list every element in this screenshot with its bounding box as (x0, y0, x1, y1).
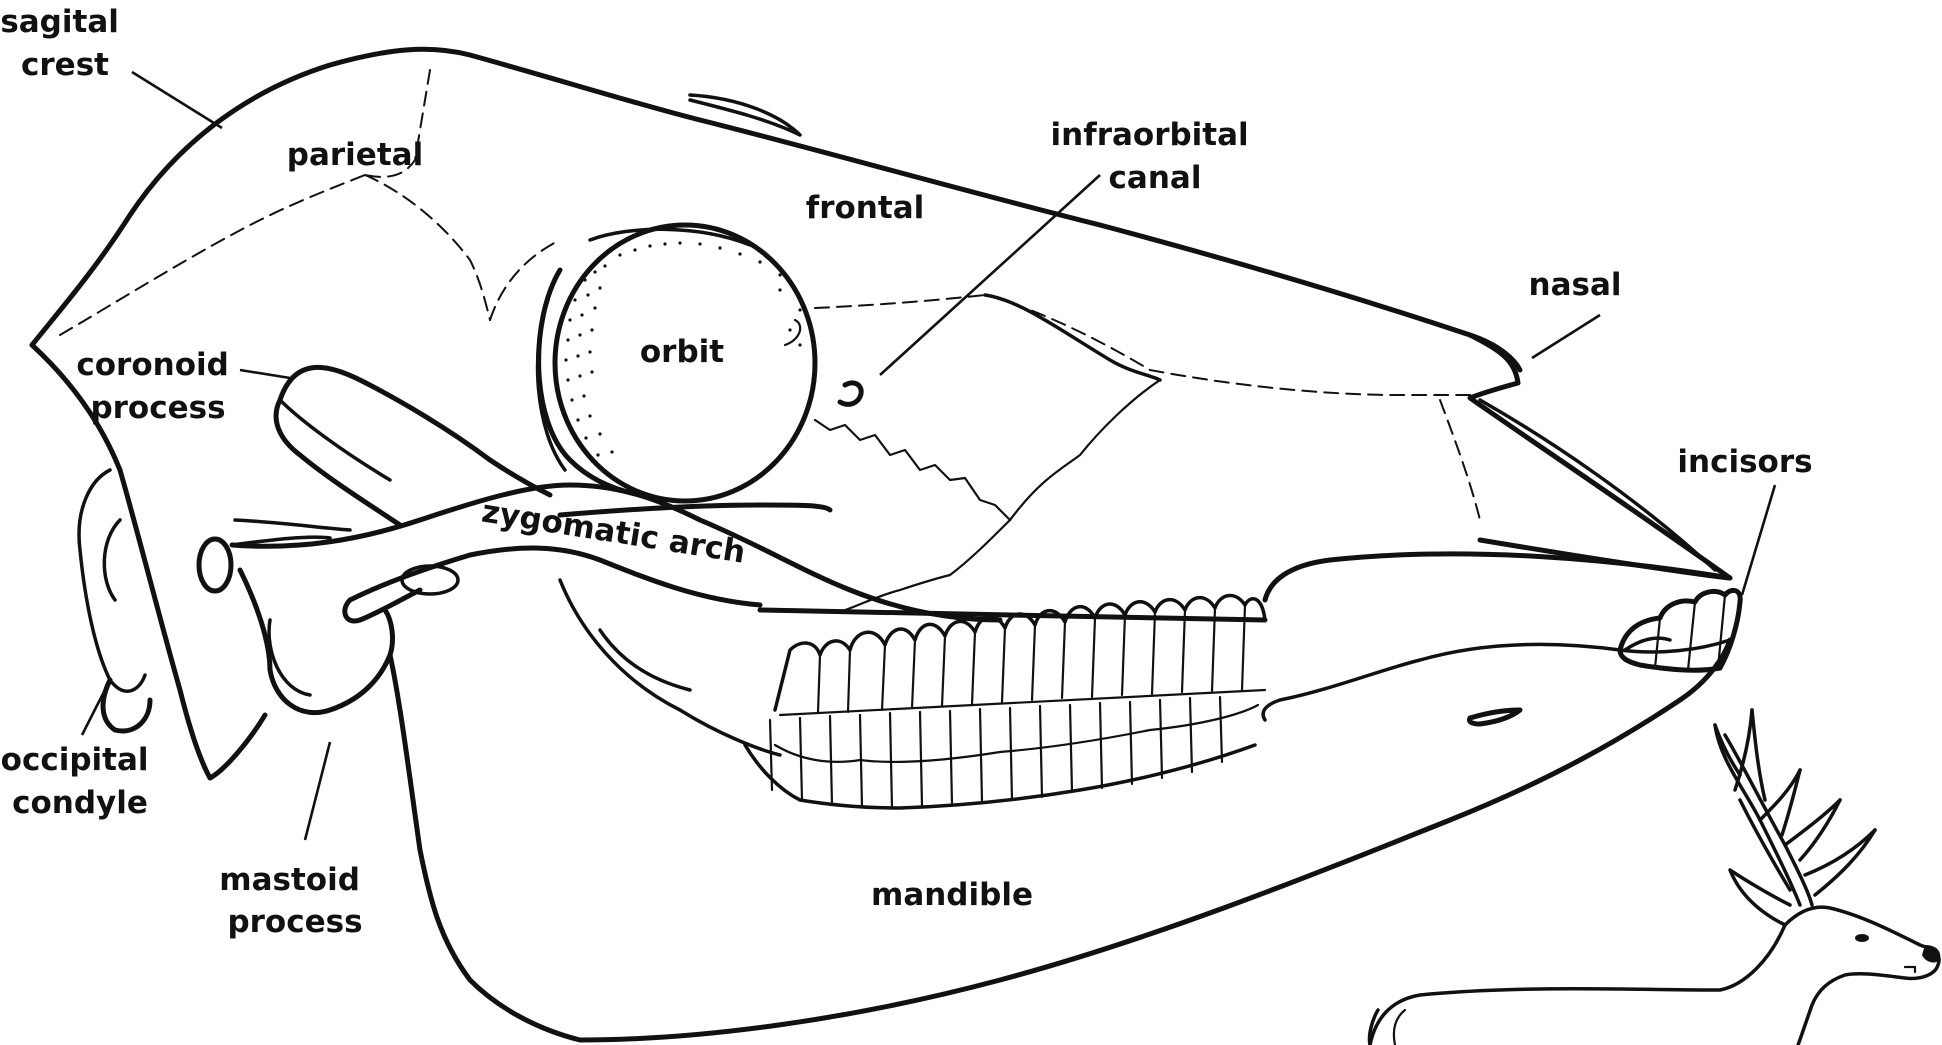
label-occipital-condyle-line2: condyle (12, 785, 148, 821)
label-sagital-crest-line1: sagital (0, 4, 119, 40)
leader-mastoid-process (305, 742, 330, 840)
label-mastoid-process-line2: process (227, 904, 362, 940)
leader-occipital-condyle (82, 680, 110, 735)
label-orbit: orbit (640, 334, 724, 370)
labels: sagital crest parietal frontal infraorbi… (0, 4, 1812, 940)
label-occipital-condyle-line1: occipital (1, 742, 149, 778)
label-parietal: parietal (287, 137, 423, 173)
label-mandible: mandible (871, 877, 1033, 913)
label-incisors: incisors (1677, 444, 1812, 480)
label-sagital-crest: sagital crest (0, 4, 129, 83)
leader-incisors (1742, 485, 1775, 595)
label-occipital-condyle: occipital condyle (1, 742, 160, 821)
deer-silhouette (1369, 710, 1940, 1045)
leader-sagital-crest (132, 72, 222, 128)
label-coronoid-process-line2: process (90, 390, 225, 426)
label-infraorbital-canal-line1: infraorbital (1051, 117, 1249, 153)
upper-teeth (760, 595, 1265, 715)
label-mastoid-process: mastoid process (219, 862, 370, 940)
label-infraorbital-canal: infraorbital canal (1051, 117, 1260, 196)
label-mastoid-process-line1: mastoid (219, 862, 360, 898)
label-infraorbital-canal-line2: canal (1109, 160, 1202, 196)
deer-head (1785, 907, 1939, 1045)
label-sagital-crest-line2: crest (21, 47, 109, 83)
occipital-condyle (103, 680, 150, 731)
label-frontal: frontal (806, 190, 925, 226)
leader-coronoid-process (240, 370, 290, 378)
label-coronoid-process-line1: coronoid (76, 347, 228, 383)
cranium-outline (32, 49, 1520, 370)
leader-nasal (1532, 315, 1600, 358)
label-nasal: nasal (1529, 267, 1622, 303)
label-coronoid-process: coronoid process (76, 347, 239, 426)
